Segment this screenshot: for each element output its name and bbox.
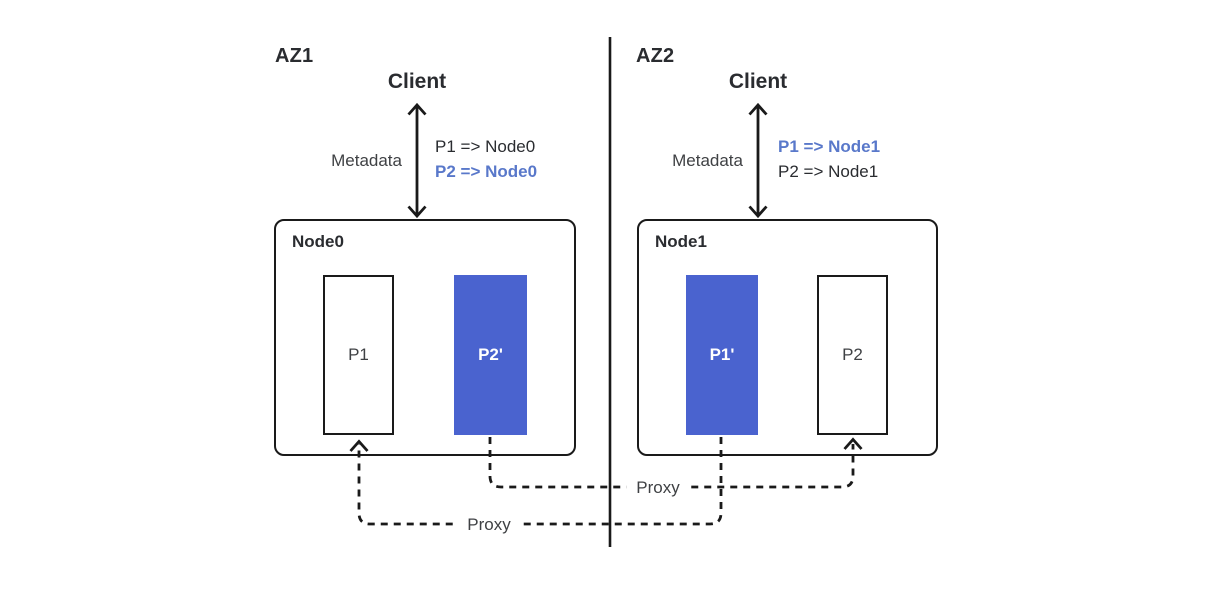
node1-box: Node1: [637, 219, 938, 456]
partition-p2-replica-box: P2': [454, 275, 527, 435]
metadata-mappings-az2: P1 => Node1 P2 => Node1: [778, 134, 880, 184]
mapping-p1-node1: P1 => Node1: [778, 137, 881, 156]
metadata-label-az2: Metadata: [672, 151, 743, 170]
node1-label: Node1: [655, 232, 707, 251]
partition-p2-label: P2: [842, 345, 863, 364]
partition-p1-replica-label: P1': [709, 345, 735, 364]
partition-p1-box: P1: [323, 275, 394, 435]
az1-label: AZ1: [275, 45, 314, 67]
az2-label: AZ2: [636, 45, 675, 67]
partition-p1-label: P1: [348, 345, 369, 364]
proxy-label-upper: Proxy: [626, 477, 690, 499]
client-node1-arrow: [748, 102, 768, 219]
client-node0-arrow: [407, 102, 427, 219]
metadata-label-az1: Metadata: [331, 151, 402, 170]
mapping-p1-node0: P1 => Node0: [435, 137, 536, 156]
node0-box: Node0: [274, 219, 576, 456]
node0-label: Node0: [292, 232, 344, 251]
client-label-az2: Client: [728, 70, 788, 93]
mapping-p2-node1: P2 => Node1: [778, 162, 879, 181]
metadata-mappings-az1: P1 => Node0 P2 => Node0: [435, 134, 537, 184]
mapping-p2-node0: P2 => Node0: [435, 162, 538, 181]
proxy-label-lower: Proxy: [457, 514, 521, 536]
partition-p1-replica-box: P1': [686, 275, 758, 435]
partition-p2-replica-label: P2': [478, 345, 503, 364]
client-label-az1: Client: [387, 70, 447, 93]
partition-p2-box: P2: [817, 275, 888, 435]
